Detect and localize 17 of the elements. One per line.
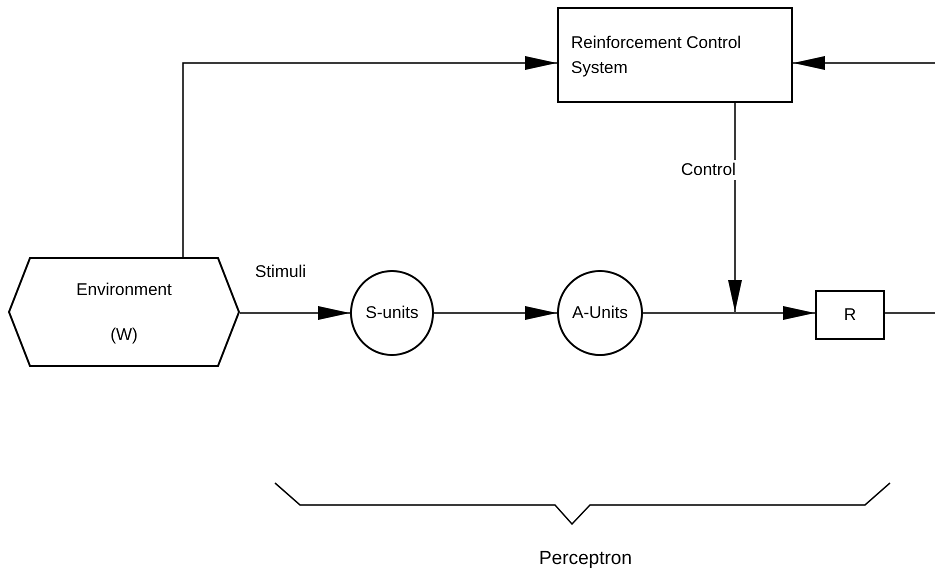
arrow [643, 306, 815, 320]
node-text: Environment [76, 278, 172, 301]
node-text: R [844, 304, 856, 326]
process-box [815, 290, 885, 340]
node-text: A-Units [572, 302, 628, 324]
process-box [557, 7, 793, 103]
arrow [434, 306, 557, 320]
edge-label: Control [679, 160, 738, 180]
bracket-label: Perceptron [539, 548, 632, 570]
node-text: Reinforcement Control System [571, 32, 742, 79]
node-text: (W) [110, 324, 138, 346]
arrow [240, 306, 350, 320]
arrow [793, 56, 935, 70]
arrow [728, 103, 742, 312]
environment-hexagon [8, 257, 240, 367]
node-text: S-units [366, 302, 418, 324]
arrow [182, 56, 557, 257]
